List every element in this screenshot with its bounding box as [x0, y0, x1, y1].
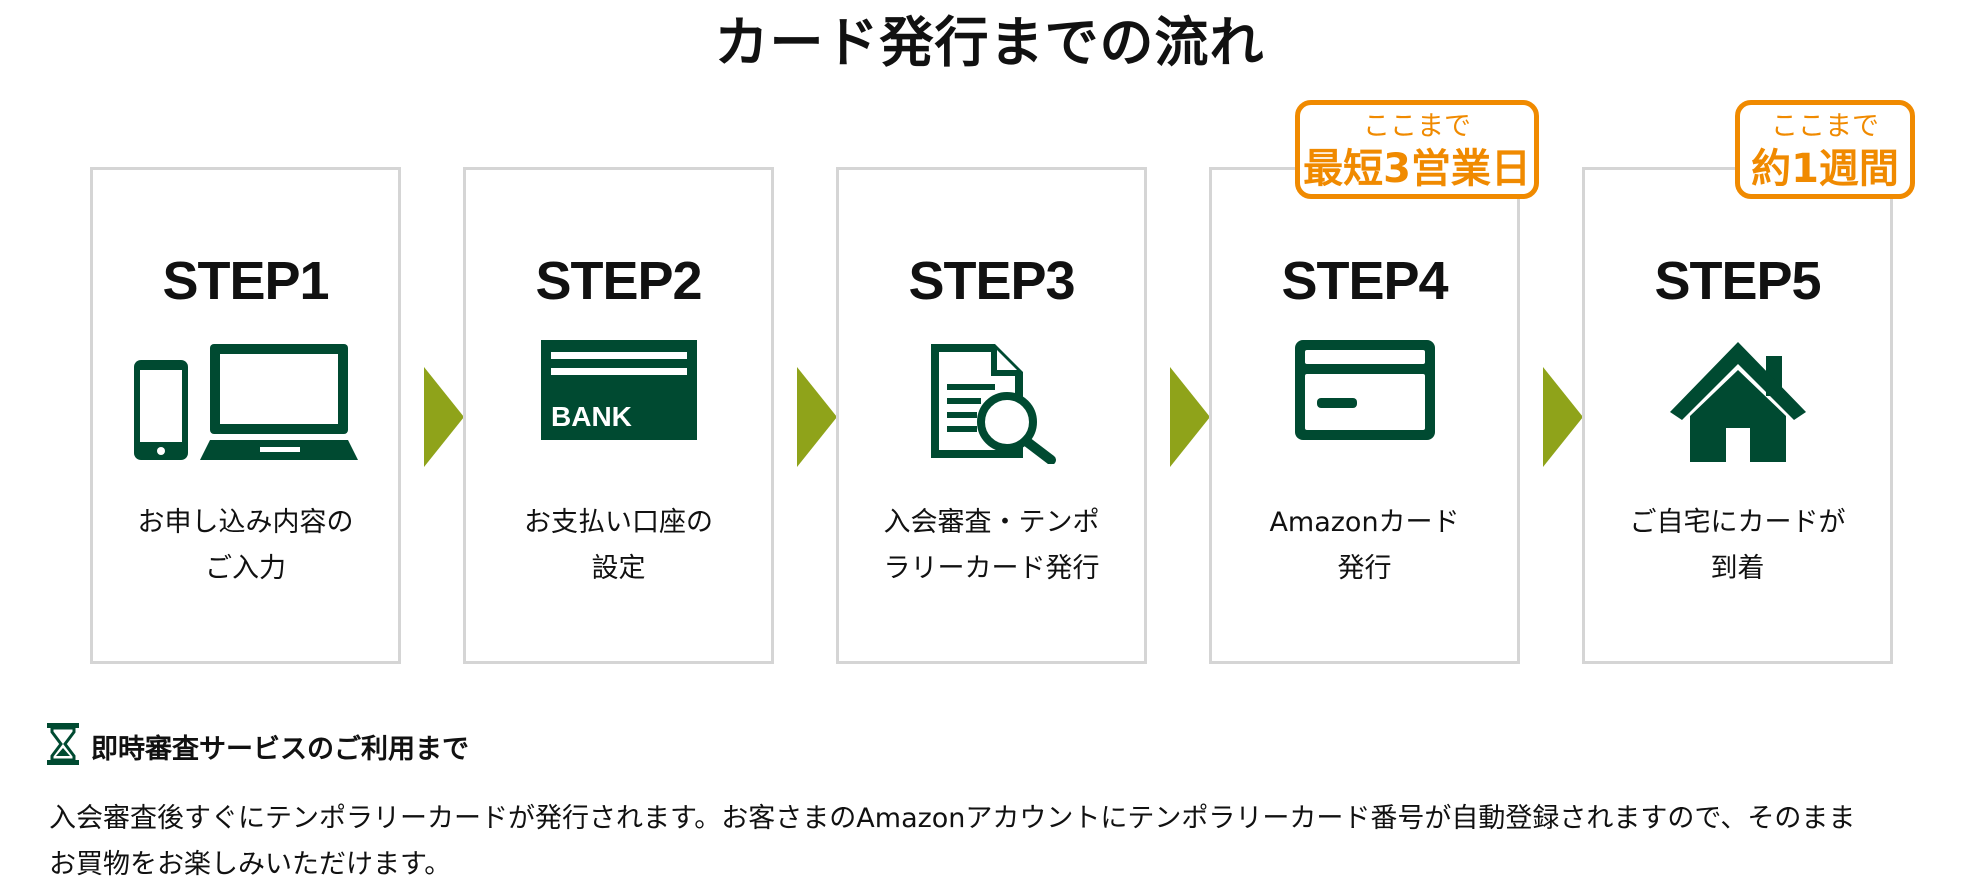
hourglass-icon	[47, 723, 79, 769]
step-description-line: ご入力	[205, 553, 286, 584]
chevron-right-icon	[1543, 367, 1583, 467]
badge-caption: ここまで	[1771, 111, 1879, 142]
bank-card-icon: BANK	[540, 340, 697, 444]
step-card-3: STEP3 入会審査・テンポ ラリーカード発行	[836, 167, 1147, 664]
step-description-line: 到着	[1710, 553, 1765, 584]
document-search-icon	[927, 340, 1057, 468]
step-label: STEP3	[908, 251, 1075, 311]
bank-card-text: BANK	[551, 401, 632, 432]
badge-caption: ここまで	[1363, 111, 1471, 142]
step-label: STEP2	[535, 251, 702, 311]
step-description-line: ご自宅にカードが	[1629, 507, 1846, 538]
step-card-2: STEP2 BANK お支払い口座の 設定	[463, 167, 774, 664]
step-card-5: STEP5 ご自宅にカードが 到着	[1582, 167, 1893, 664]
duration-badge: ここまで 約1週間	[1735, 100, 1915, 199]
step-card-4: STEP4 Amazonカード 発行	[1209, 167, 1520, 664]
house-icon	[1668, 340, 1808, 468]
step-description-line: お支払い口座の	[524, 507, 713, 538]
step-description: お支払い口座の 設定	[476, 500, 761, 592]
chevron-right-icon	[1170, 367, 1210, 467]
note-title: 即時審査サービスのご利用まで	[91, 733, 469, 765]
note-heading: 即時審査サービスのご利用まで	[47, 723, 469, 769]
step-flow: STEP1 お申し込み内容の ご入力 STEP2 B	[90, 100, 1915, 664]
step-description: お申し込み内容の ご入力	[103, 500, 388, 592]
step-label: STEP1	[162, 251, 329, 311]
step-description-line: ラリーカード発行	[883, 553, 1100, 584]
step-description-line: Amazonカード	[1269, 507, 1460, 538]
badge-duration: 約1週間	[1751, 146, 1899, 192]
step-label: STEP4	[1281, 251, 1448, 311]
step-description-line: お申し込み内容の	[137, 507, 354, 538]
step-description-line: 入会審査・テンポ	[883, 507, 1100, 538]
step-description: ご自宅にカードが 到着	[1595, 500, 1880, 592]
page-title: カード発行までの流れ	[714, 11, 1265, 74]
step-card-1: STEP1 お申し込み内容の ご入力	[90, 167, 401, 664]
step-description-line: 設定	[591, 553, 646, 584]
devices-icon	[133, 340, 358, 468]
chevron-right-icon	[424, 367, 464, 467]
credit-card-icon	[1294, 340, 1435, 444]
note-body: 入会審査後すぐにテンポラリーカードが発行されます。お客さまのAmazonアカウン…	[49, 796, 1929, 888]
badge-duration: 最短3営業日	[1303, 146, 1531, 192]
step-description: 入会審査・テンポ ラリーカード発行	[849, 500, 1134, 592]
note-body-line: 入会審査後すぐにテンポラリーカードが発行されます。お客さまのAmazonアカウン…	[49, 803, 1856, 834]
step-description: Amazonカード 発行	[1222, 500, 1507, 592]
duration-badge: ここまで 最短3営業日	[1295, 100, 1539, 199]
chevron-right-icon	[797, 367, 837, 467]
step-description-line: 発行	[1337, 553, 1392, 584]
step-label: STEP5	[1654, 251, 1821, 311]
note-body-line: お買物をお楽しみいただけます。	[49, 849, 452, 880]
